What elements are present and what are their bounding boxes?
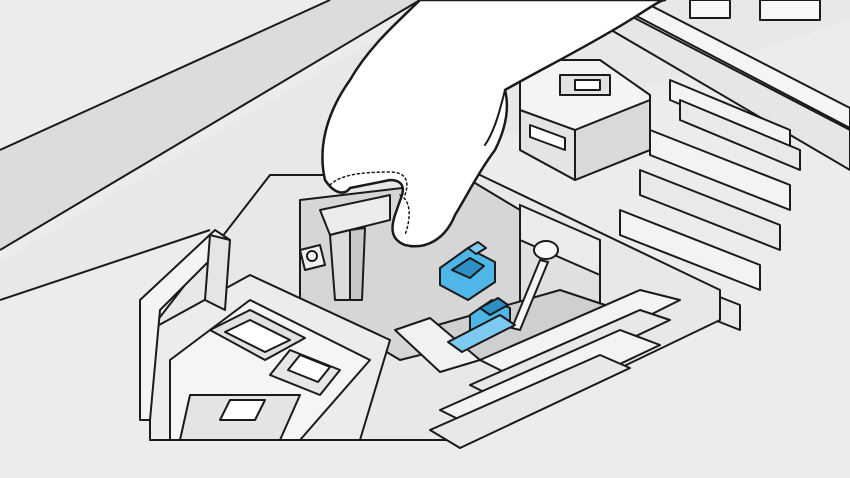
- gloved-hand-icon: [321, 0, 667, 248]
- left-panel: [139, 229, 231, 421]
- blue-release-tab-icon[interactable]: [439, 241, 496, 301]
- carriage-latch-icon[interactable]: [299, 194, 391, 301]
- rear-module: [519, 59, 651, 181]
- blue-clip-icon[interactable]: [447, 297, 516, 353]
- front-cartridge: [149, 274, 391, 441]
- slider-track: [510, 203, 601, 332]
- lower-rails: [429, 289, 681, 449]
